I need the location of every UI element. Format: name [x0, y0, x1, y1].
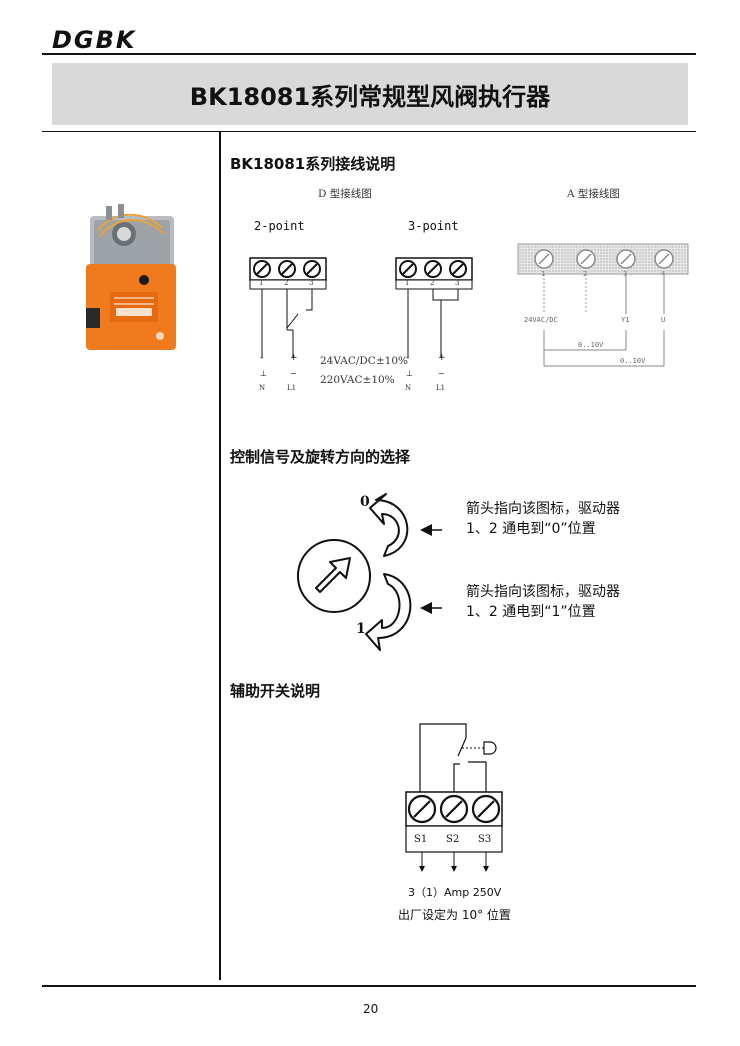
title-band: BK18081系列常规型风阀执行器 [52, 63, 688, 125]
a-type-wiring-diagram [517, 243, 689, 367]
three-point-label: 3-point [408, 219, 459, 233]
footer-rule [42, 985, 696, 987]
rotation-note-1: 箭头指向该图标，驱动器 1、2 通电到“1”位置 [466, 584, 620, 620]
aux-factory-setting: 出厂设定为 10° 位置 [398, 908, 511, 922]
aux-terminal-s3: S3 [478, 834, 492, 845]
svg-text:~: ~ [290, 369, 297, 378]
svg-text:⊥: ⊥ [260, 369, 267, 378]
rotation-note-0: 箭头指向该图标，驱动器 1、2 通电到“0”位置 [466, 501, 620, 537]
a-terminal-4: 4 [661, 270, 666, 278]
aux-terminal-s1: S1 [414, 834, 428, 845]
direction-selector-icon [297, 539, 371, 613]
svg-text:-: - [260, 353, 263, 363]
a-terminal-2: 2 [583, 270, 588, 278]
page-title: BK18081系列常规型风阀执行器 [189, 82, 551, 111]
a-u-label: U [661, 316, 666, 324]
a-supply-label: 24VAC/DC [524, 316, 558, 324]
wire-mark-l1-2pt: L1 [287, 384, 297, 392]
rotation-heading: 控制信号及旋转方向的选择 [230, 448, 411, 466]
wiring-heading: BK18081系列接线说明 [230, 155, 396, 173]
voltage-220-label: 220VAC±10% [320, 374, 395, 386]
brand-logo: DGBK [52, 26, 137, 54]
d2-terminal-1: 1 [259, 279, 264, 287]
a-range-1: 0..10V [578, 341, 604, 349]
rotation-diagram [297, 493, 442, 651]
svg-text:⊥: ⊥ [406, 369, 413, 378]
d3-terminal-3: 3 [455, 279, 460, 287]
title-rule [42, 131, 696, 132]
d-type-caption: D 型接线图 [318, 188, 372, 200]
terminal-block-3point [395, 257, 473, 358]
d2-terminal-3: 3 [309, 279, 314, 287]
pointer-arrow-0-icon [420, 524, 442, 536]
wire-mark-n-3pt: N [405, 384, 412, 392]
a-range-2: 0..10V [620, 357, 646, 365]
rotation-arrow-0-icon [369, 493, 409, 557]
wire-mark-n-2pt: N [259, 384, 266, 392]
svg-text:+: + [438, 353, 446, 363]
voltage-24-label: 24VAC/DC±10% [320, 355, 408, 367]
terminal-block-2point [249, 257, 327, 358]
d3-terminal-1: 1 [405, 279, 410, 287]
header-rule [42, 53, 696, 55]
svg-text:+: + [290, 353, 298, 363]
pointer-arrow-1-icon [420, 602, 442, 614]
a-terminal-1: 1 [541, 270, 546, 278]
two-point-label: 2-point [254, 219, 305, 233]
svg-text:-: - [406, 353, 409, 363]
wire-mark-l1-3pt: L1 [436, 384, 446, 392]
a-y1-label: Y1 [621, 316, 630, 324]
aux-rating: 3（1）Amp 250V [408, 886, 502, 899]
aux-switch-diagram [405, 723, 503, 872]
d3-terminal-2: 2 [430, 279, 435, 287]
rotation-label-1: 1 [356, 621, 366, 637]
aux-terminal-s2: S2 [446, 834, 460, 845]
a-type-caption: A 型接线图 [567, 188, 620, 200]
column-divider [219, 131, 221, 980]
actuator-photo [86, 204, 176, 350]
rotation-label-0: 0 [360, 494, 370, 510]
page-number: 20 [363, 1002, 379, 1016]
rotation-arrow-1-icon [365, 573, 412, 651]
aux-heading: 辅助开关说明 [230, 682, 321, 700]
d-type-wiring-diagram: - + - + ⊥ ~ ⊥ ~ [249, 257, 473, 378]
svg-text:~: ~ [438, 369, 445, 378]
a-terminal-3: 3 [623, 270, 628, 278]
d2-terminal-2: 2 [284, 279, 289, 287]
